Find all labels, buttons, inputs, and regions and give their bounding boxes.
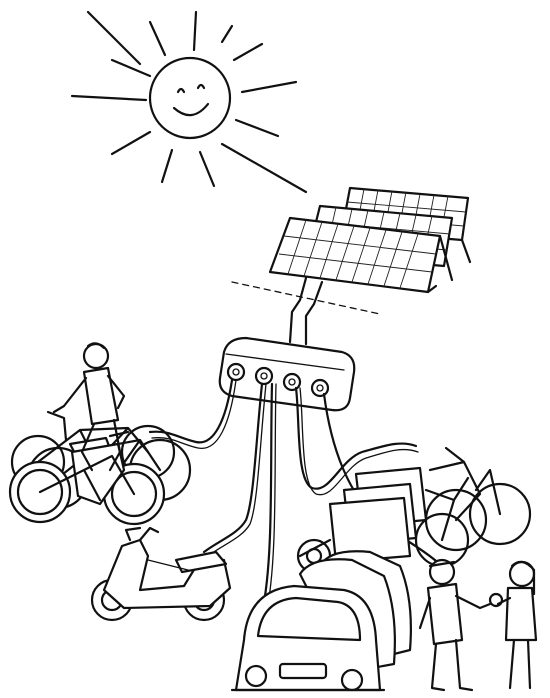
handlebar	[48, 412, 66, 440]
sun-ray	[150, 22, 165, 55]
car-headlight	[246, 666, 266, 686]
sun-ray	[112, 132, 150, 154]
electric-cars	[232, 551, 411, 690]
sun-smile	[174, 104, 208, 115]
sun	[72, 12, 306, 192]
sun-ray	[194, 12, 196, 50]
sun-ray	[234, 44, 262, 60]
charging-junction-box	[220, 338, 355, 410]
sun-face	[174, 85, 208, 115]
rider-arm	[54, 378, 86, 412]
sun-ray	[162, 150, 172, 182]
man-torso	[428, 584, 462, 644]
woman-torso	[506, 588, 536, 640]
sun-ray	[72, 96, 146, 100]
scooter-handlebar	[126, 528, 158, 540]
car-key-icon	[490, 594, 502, 606]
e-scooter	[92, 528, 230, 620]
sun-ray	[222, 26, 232, 42]
man-arm	[456, 596, 490, 608]
car-windshield	[258, 598, 360, 640]
car-headlight	[342, 670, 362, 690]
sun-right-eye	[198, 85, 204, 88]
power-conduit	[290, 278, 322, 344]
sun-ray	[242, 82, 296, 92]
rider-torso	[84, 368, 118, 424]
car-grille	[280, 664, 326, 678]
sun-left-eye	[178, 89, 184, 92]
sun-rays	[72, 12, 306, 192]
sun-ray	[222, 144, 306, 192]
solar-panel-array	[232, 188, 470, 314]
sun-disc	[150, 58, 230, 138]
two-people-exchanging-key	[420, 560, 536, 690]
sun-ray	[112, 60, 150, 76]
woman-legs	[510, 640, 530, 688]
sun-ray	[88, 12, 140, 64]
sun-ray	[200, 152, 214, 186]
ground-line	[232, 282, 380, 314]
e-bikes-with-rider	[10, 343, 190, 524]
bike-trailers	[298, 448, 530, 572]
man-legs	[432, 640, 472, 690]
sun-ray	[236, 120, 278, 136]
